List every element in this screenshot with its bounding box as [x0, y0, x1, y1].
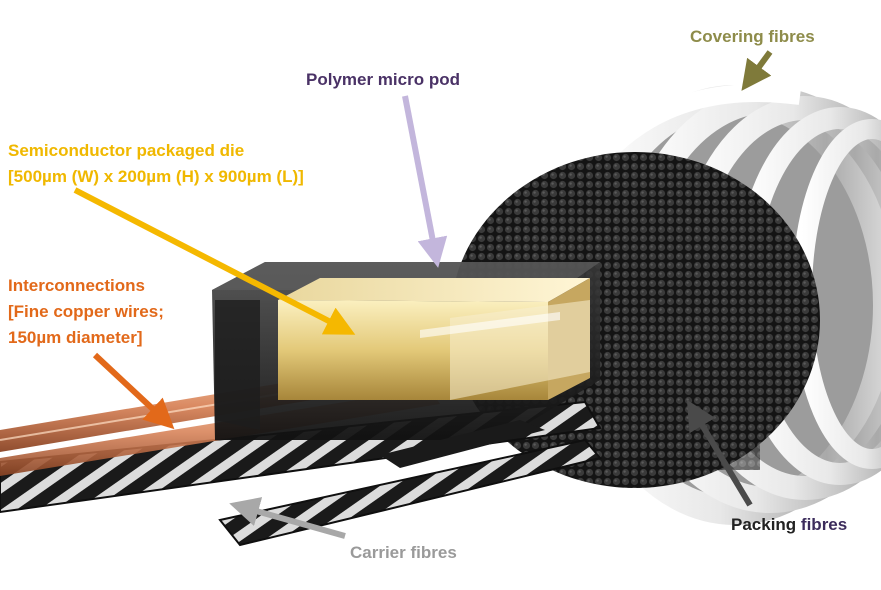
carrier-fibres-label: Carrier fibres — [350, 543, 457, 562]
packing-word: Packing — [731, 515, 801, 534]
semiconductor-die-label: Semiconductor packaged die — [8, 141, 245, 160]
covering-fibres-label: Covering fibres — [690, 27, 815, 46]
semiconductor-die-dimensions: [500µm (W) x 200µm (H) x 900µm (L)] — [8, 167, 304, 186]
die-arrow — [73, 187, 356, 335]
polymer-micro-pod-label: Polymer micro pod — [306, 70, 460, 89]
carrier-arrow — [229, 497, 346, 539]
interconnections-detail-line1: [Fine copper wires; — [8, 302, 164, 321]
interconnect-arrow — [92, 352, 175, 430]
semiconductor-die — [278, 278, 590, 400]
interconnections-detail-line2: 150µm diameter] — [8, 328, 143, 347]
interconnections-label: Interconnections — [8, 276, 145, 295]
packing-arrow — [686, 399, 753, 507]
covering-arrow — [741, 50, 773, 91]
packing-fibres-label: Packing fibres — [731, 514, 847, 535]
fibres-word: fibres — [800, 515, 848, 534]
pod-arrow — [402, 95, 448, 268]
